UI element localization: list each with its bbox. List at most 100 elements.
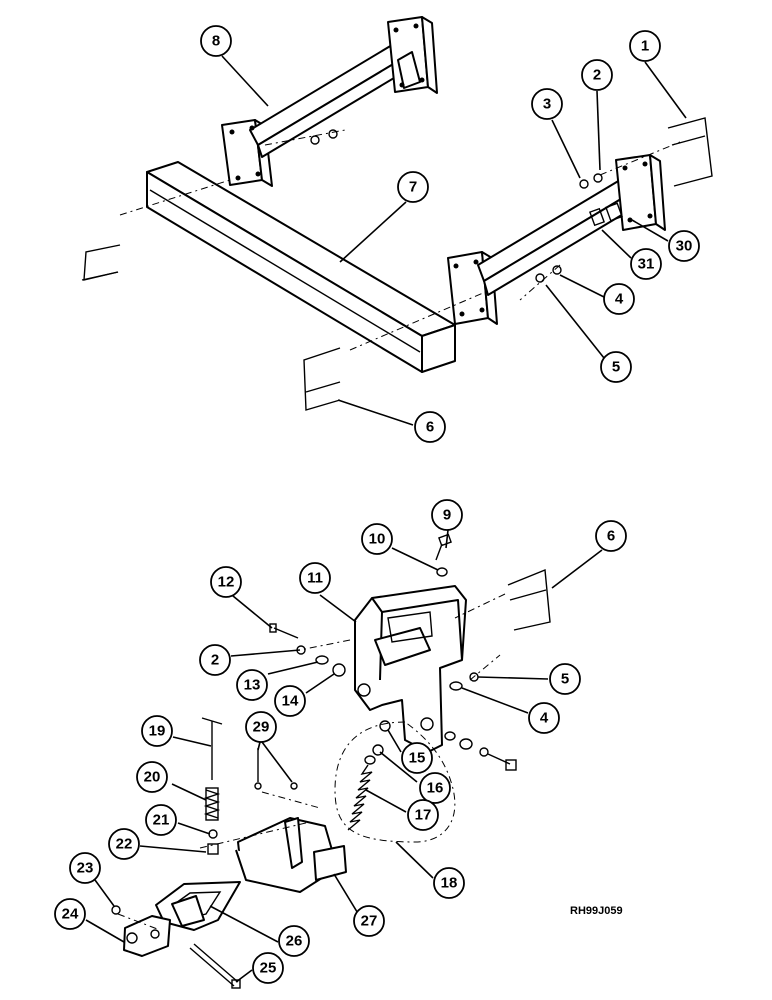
assembly-lines-upper — [119, 129, 681, 351]
coil-spring-17 — [347, 764, 373, 831]
nut-14 — [332, 663, 346, 677]
svg-text:2: 2 — [211, 652, 219, 669]
callout-12: 12 — [210, 566, 242, 598]
u-bolt-lower-right — [454, 568, 551, 631]
svg-text:13: 13 — [244, 677, 261, 694]
svg-text:17: 17 — [415, 807, 432, 824]
nut-15 — [379, 720, 391, 732]
callout-29: 29 — [245, 711, 277, 743]
callout-6: 6 — [414, 411, 446, 443]
washer-10 — [436, 567, 448, 577]
svg-text:15: 15 — [409, 750, 426, 767]
washer-22 — [207, 843, 219, 855]
svg-text:27: 27 — [361, 913, 378, 930]
bolt-assembly-right — [444, 731, 517, 771]
washer-13 — [315, 655, 329, 665]
svg-text:18: 18 — [441, 875, 458, 892]
support-arm-left — [221, 16, 438, 187]
callout-4-lower: 4 — [528, 702, 560, 734]
callout-23: 23 — [69, 852, 101, 884]
svg-text:6: 6 — [607, 528, 615, 545]
svg-text:16: 16 — [427, 780, 444, 797]
svg-text:24: 24 — [62, 906, 79, 923]
callout-16: 16 — [419, 772, 451, 804]
svg-text:25: 25 — [260, 960, 277, 977]
square-tube-beam — [146, 161, 456, 373]
callout-21: 21 — [145, 804, 177, 836]
svg-text:8: 8 — [212, 33, 220, 50]
svg-text:5: 5 — [612, 359, 620, 376]
callout-22: 22 — [108, 828, 140, 860]
svg-text:6: 6 — [426, 419, 434, 436]
svg-text:5: 5 — [561, 671, 569, 688]
svg-text:19: 19 — [149, 723, 166, 740]
callout-30: 30 — [668, 230, 700, 262]
callout-31: 31 — [630, 248, 662, 280]
svg-text:23: 23 — [77, 860, 94, 877]
svg-text:2: 2 — [593, 67, 601, 84]
svg-text:10: 10 — [369, 531, 386, 548]
callout-17: 17 — [407, 799, 439, 831]
callout-5: 5 — [600, 351, 632, 383]
svg-text:30: 30 — [676, 238, 693, 255]
nut-23 — [111, 905, 121, 915]
bolt-12 — [269, 623, 299, 639]
u-bolt-bottom — [303, 347, 341, 411]
hardware-small-upper-left — [310, 129, 338, 145]
svg-text:4: 4 — [540, 710, 549, 727]
bolt-25 — [189, 943, 241, 989]
stud-29 — [254, 748, 298, 790]
svg-text:14: 14 — [282, 693, 299, 710]
callout-15: 15 — [401, 742, 433, 774]
triangle-pad-26 — [155, 881, 241, 931]
callout-20: 20 — [136, 761, 168, 793]
callout-27: 27 — [353, 905, 385, 937]
svg-text:4: 4 — [615, 291, 624, 308]
callout-7: 7 — [397, 171, 429, 203]
nut-16 — [364, 744, 384, 765]
svg-text:31: 31 — [638, 256, 655, 273]
callout-9: 9 — [431, 499, 463, 531]
svg-text:12: 12 — [218, 574, 235, 591]
svg-text:29: 29 — [253, 719, 270, 736]
clevis-24 — [123, 915, 171, 957]
support-arm-right — [447, 154, 666, 325]
callout-10: 10 — [361, 523, 393, 555]
svg-text:7: 7 — [409, 179, 417, 196]
svg-text:22: 22 — [116, 836, 133, 853]
callout-18: 18 — [433, 867, 465, 899]
assembly-line-29 — [261, 791, 321, 809]
figure-reference: RH99J059 — [570, 905, 623, 917]
foot-plate-27 — [235, 817, 347, 893]
svg-text:9: 9 — [443, 507, 451, 524]
svg-text:20: 20 — [144, 769, 161, 786]
callout-4: 4 — [603, 283, 635, 315]
callout-6-lower: 6 — [595, 520, 627, 552]
callout-2: 2 — [581, 59, 613, 91]
assembly-lines-lower — [117, 639, 501, 931]
callout-26: 26 — [278, 925, 310, 957]
callout-5-lower: 5 — [549, 663, 581, 695]
callout-1: 1 — [629, 30, 661, 62]
svg-text:1: 1 — [641, 38, 649, 55]
bolt-9 — [435, 533, 452, 561]
callout-13: 13 — [236, 669, 268, 701]
mounting-bracket — [354, 585, 467, 753]
callout-8: 8 — [200, 25, 232, 57]
callout-14: 14 — [274, 685, 306, 717]
u-bolt-right-top — [667, 117, 713, 187]
svg-text:26: 26 — [286, 933, 303, 950]
svg-text:21: 21 — [153, 812, 170, 829]
callout-24: 24 — [54, 898, 86, 930]
callout-2-lower: 2 — [199, 644, 231, 676]
rod-19 — [201, 717, 223, 780]
nut-21 — [208, 829, 218, 839]
callout-bubbles: 1 2 3 4 5 6 7 8 30 31 9 10 11 12 2 13 14… — [54, 25, 700, 984]
coil-spring-20 — [203, 787, 221, 821]
callout-19: 19 — [141, 715, 173, 747]
callout-3: 3 — [531, 88, 563, 120]
hardware-small-upper-right — [535, 173, 603, 283]
u-bolt-left — [81, 244, 121, 281]
